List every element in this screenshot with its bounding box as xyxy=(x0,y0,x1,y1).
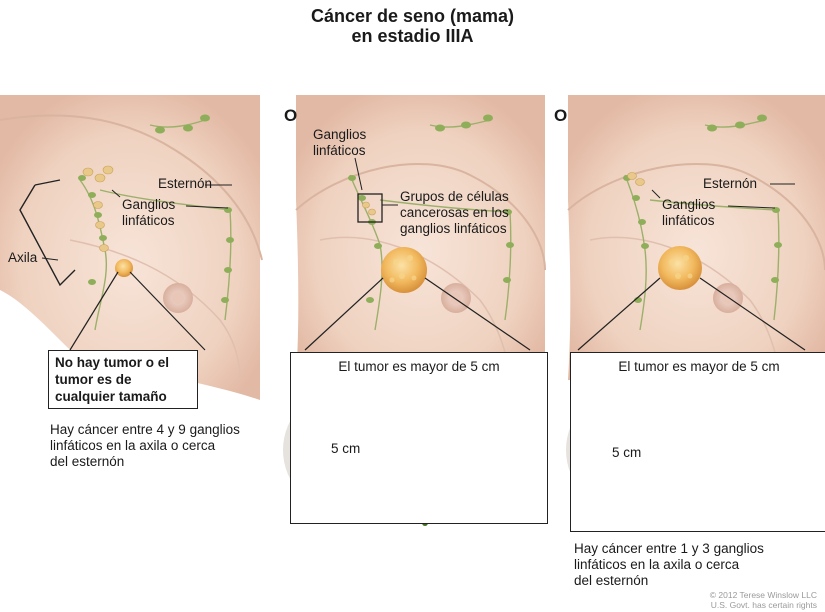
title-line-2: en estadio IIIA xyxy=(0,26,825,46)
label-ganglios-2: Ganglios linfáticos xyxy=(313,127,366,159)
title-line-1: Cáncer de seno (mama) xyxy=(0,6,825,26)
label-axila: Axila xyxy=(8,250,37,266)
label-esternon-1: Esternón xyxy=(158,176,212,192)
size-circle-label-2: 5 cm xyxy=(331,441,360,457)
label-ganglios-1: Ganglios linfáticos xyxy=(122,197,175,229)
callout-tumor-size: No hay tumor o el tumor es de cualquier … xyxy=(48,350,198,409)
label-ganglios-3: Ganglios linfáticos xyxy=(662,197,715,229)
size-box-2-heading: El tumor es mayor de 5 cm xyxy=(291,359,547,374)
size-box-2: El tumor es mayor de 5 cm xyxy=(290,352,548,524)
or-separator-2: O xyxy=(554,106,567,126)
note-panel-1: Hay cáncer entre 4 y 9 ganglios linfátic… xyxy=(50,422,240,470)
label-esternon-3: Esternón xyxy=(703,176,757,192)
breast-illustration-3 xyxy=(568,95,825,380)
size-box-3-heading: El tumor es mayor de 5 cm xyxy=(571,359,825,374)
copyright-notice: © 2012 Terese Winslow LLC U.S. Govt. has… xyxy=(710,590,817,610)
diagram-title: Cáncer de seno (mama) en estadio IIIA xyxy=(0,6,825,46)
size-box-3: El tumor es mayor de 5 cm xyxy=(570,352,825,532)
or-separator-1: O xyxy=(284,106,297,126)
size-circle-label-3: 5 cm xyxy=(612,445,641,461)
label-grupos-celulas: Grupos de células cancerosas en los gang… xyxy=(400,189,509,237)
note-panel-3: Hay cáncer entre 1 y 3 ganglios linfátic… xyxy=(574,541,764,589)
